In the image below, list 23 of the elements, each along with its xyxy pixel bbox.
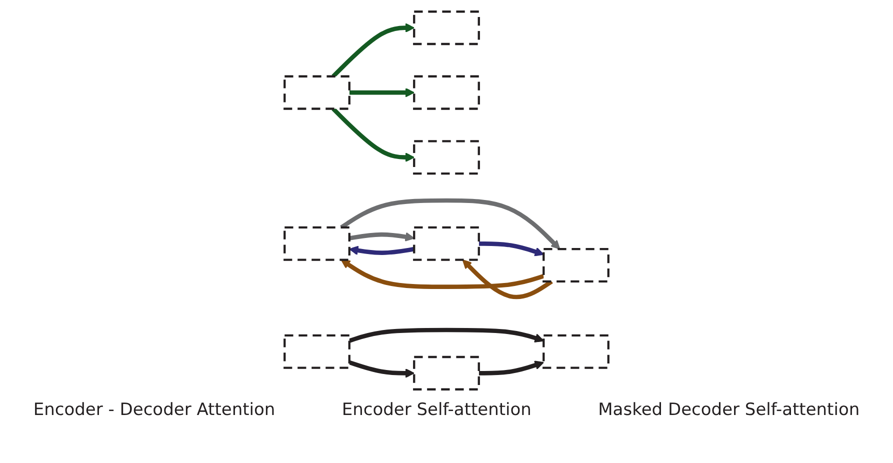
arrow — [348, 360, 415, 378]
arrow — [348, 327, 544, 342]
node-box — [542, 334, 610, 368]
node-box — [413, 74, 480, 110]
arrow — [462, 258, 553, 299]
node-box — [413, 226, 480, 260]
arrow — [349, 232, 415, 242]
arrow — [478, 360, 544, 375]
diagram-caption: Encoder - Decoder Attention — [33, 400, 276, 420]
node-box — [413, 355, 480, 390]
arrow — [348, 245, 414, 255]
diagram-caption: Masked Decoder Self-attention — [598, 400, 860, 420]
node-box — [284, 74, 350, 110]
arrow — [478, 241, 544, 256]
arrow — [340, 198, 560, 249]
node-box — [284, 334, 350, 368]
node-box — [413, 140, 480, 174]
arrow — [340, 258, 544, 288]
node-box — [413, 10, 480, 45]
diagram-caption: Encoder Self-attention — [342, 400, 532, 420]
node-box — [284, 226, 350, 260]
arrow — [349, 87, 415, 97]
node-box — [542, 247, 610, 282]
